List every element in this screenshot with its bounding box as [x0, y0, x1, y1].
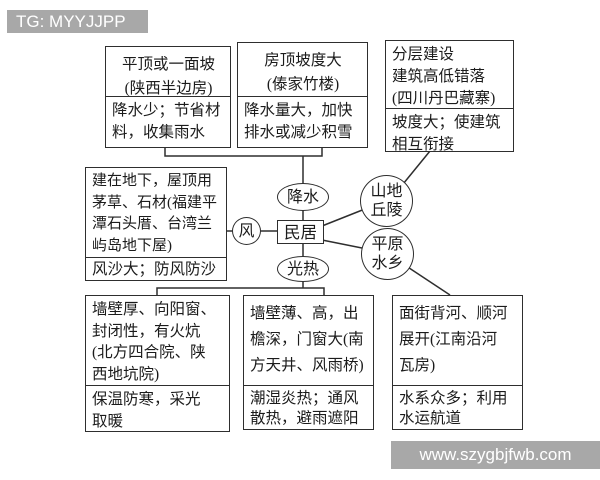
box-flat-roof-reason: 降水少；节省材 料，收集雨水: [106, 96, 230, 147]
box-riverside-reason: 水系众多；利用 水运航道: [393, 385, 522, 429]
node-plain-water: 平原 水乡: [361, 228, 414, 280]
box-thick-wall: 墙壁厚、向阳窗、 封闭性，有火炕 (北方四合院、陕 西地坑院) 保温防寒，采光 …: [85, 295, 230, 432]
node-mountain-hill: 山地 丘陵: [360, 175, 413, 227]
box-layered-building-reason: 坡度大；使建筑 相互衔接: [386, 108, 513, 156]
node-wind: 风: [232, 217, 261, 245]
connector-bottom-boxes: [156, 287, 325, 295]
box-thick-wall-feature: 墙壁厚、向阳窗、 封闭性，有火炕 (北方四合院、陕 西地坑院): [92, 301, 217, 383]
box-underground: 建在地下，屋顶用 茅草、石材(福建平 潭石头厝、台湾兰 屿岛地下屋) 风沙大；防…: [85, 167, 227, 281]
watermark-header: TG: MYYJJPP: [7, 10, 148, 33]
box-layered-building-feature: 分层建设 建筑高低错落 (四川丹巴藏寨): [392, 46, 496, 107]
box-steep-roof: 房顶坡度大 (傣家竹楼) 降水量大，加快 排水或减少积雪: [237, 42, 368, 148]
box-steep-roof-reason: 降水量大，加快 排水或减少积雪: [238, 96, 367, 147]
node-precipitation: 降水: [277, 183, 329, 211]
node-dwelling: 民居: [277, 220, 324, 244]
box-riverside: 面街背河、顺河 展开(江南沿河 瓦房) 水系众多；利用 水运航道: [392, 295, 523, 430]
box-steep-roof-feature: 房顶坡度大 (傣家竹楼): [264, 52, 342, 93]
connector-top-boxes: [164, 148, 323, 157]
box-flat-roof: 平顶或一面坡 (陕西半边房) 降水少；节省材 料，收集雨水: [105, 46, 231, 148]
box-underground-feature: 建在地下，屋顶用 茅草、石材(福建平 潭石头厝、台湾兰 屿岛地下屋): [92, 173, 217, 254]
box-underground-reason: 风沙大；防风防沙: [86, 257, 226, 280]
box-flat-roof-feature: 平顶或一面坡 (陕西半边房): [121, 56, 215, 97]
box-riverside-feature: 面街背河、顺河 展开(江南沿河 瓦房): [399, 305, 508, 374]
box-thick-wall-reason: 保温防寒，采光 取暖: [86, 385, 229, 433]
box-thin-wall-feature: 墙壁薄、高，出 檐深，门窗大(南 方天井、风雨桥): [250, 305, 364, 374]
node-light-heat: 光热: [277, 256, 329, 282]
box-thin-wall: 墙壁薄、高，出 檐深，门窗大(南 方天井、风雨桥) 潮湿炎热；通风 散热，避雨遮…: [243, 295, 374, 430]
box-thin-wall-reason: 潮湿炎热；通风 散热，避雨遮阳: [244, 385, 373, 429]
box-layered-building: 分层建设 建筑高低错落 (四川丹巴藏寨) 坡度大；使建筑 相互衔接: [385, 40, 514, 153]
watermark-footer: www.szygbjfwb.com: [391, 441, 600, 469]
